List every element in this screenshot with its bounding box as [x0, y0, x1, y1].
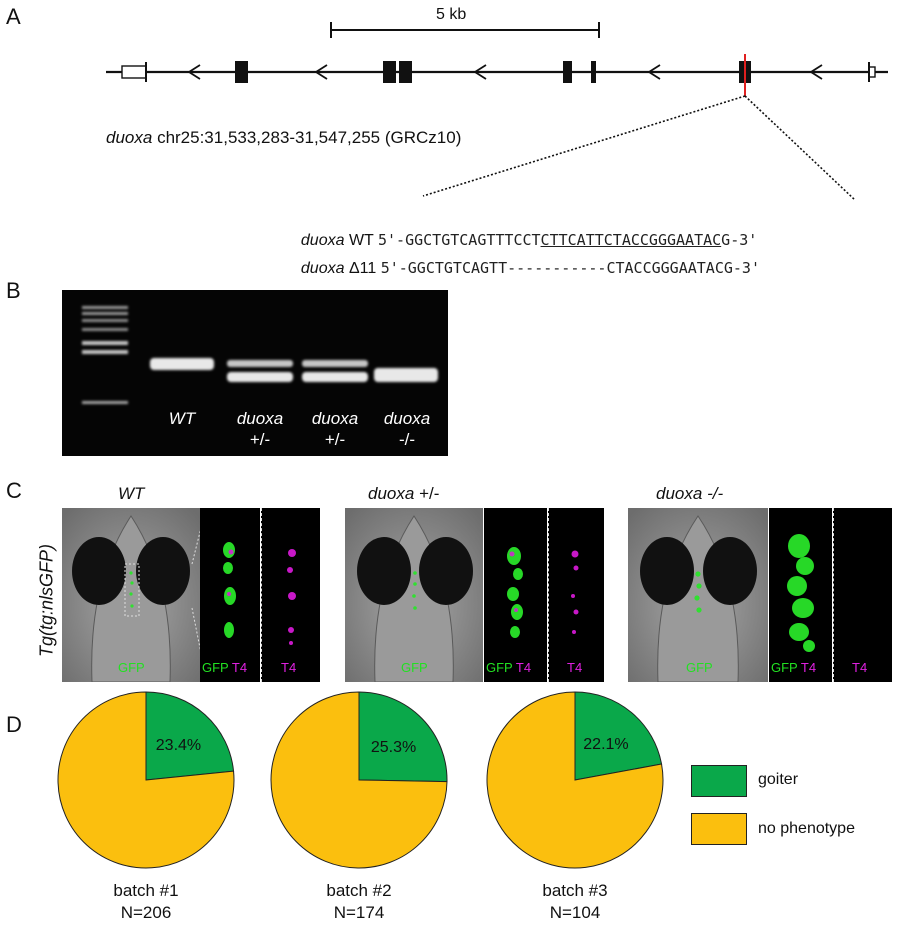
- seq-wt-suffix: -3': [730, 231, 758, 249]
- pie-charts: 23.4% 25.3% 22.1%: [57, 691, 664, 869]
- legend-label-no-phenotype: no phenotype: [758, 820, 855, 837]
- gel-bands: [82, 306, 438, 404]
- fluorescence-merge-image: GFP T4: [769, 508, 832, 682]
- seq-mut-gene: duoxa: [300, 260, 345, 277]
- genotype-label-het: duoxa +/-: [368, 484, 440, 503]
- pie-slice-no-phenotype: [486, 691, 664, 869]
- seq-wt-prefix: 5'-: [377, 231, 406, 249]
- seq-wt-plain: GGCTGTCAGTTTCCT: [405, 231, 541, 249]
- sequence-wt: duoxa WT 5'-GGCTGTCAGTTTCCTCTTCATTCTACCG…: [292, 213, 757, 250]
- seq-wt-tail: G: [721, 231, 731, 249]
- scale-label: 5 kb: [436, 6, 467, 23]
- gel-lane-label: WT: [168, 409, 196, 428]
- transgene-label: Tg(tg:nlsGFP): [36, 543, 57, 658]
- merge-label: GFP T4: [486, 660, 532, 675]
- genotype-label-wt: WT: [118, 484, 145, 503]
- pie-data-label: 22.1%: [583, 736, 628, 753]
- gel-lane-label: duoxa-/-: [383, 409, 431, 449]
- seq-mut-seq: GGCTGTCAGTT-----------CTACCGGGAATACG: [407, 259, 733, 277]
- gene-structure-diagram: [106, 22, 888, 201]
- exon: [399, 61, 412, 83]
- channel-label-t4: T4: [852, 660, 868, 675]
- gel-image: WT duoxa+/- duoxa+/- duoxa-/-: [62, 290, 448, 456]
- zoom-line-right: [744, 95, 856, 201]
- gel-lane-label: duoxa+/-: [236, 409, 284, 449]
- exon: [235, 61, 248, 83]
- merge-label: GFP T4: [202, 660, 248, 675]
- exon: [563, 61, 572, 83]
- channel-label-gfp: GFP: [686, 660, 713, 675]
- channel-label-t4: T4: [567, 660, 583, 675]
- fluorescence-merge-image: GFP T4: [484, 508, 547, 682]
- direction-arrows: [187, 64, 823, 80]
- utr-3prime: [121, 65, 147, 79]
- panel-letter-c: C: [6, 478, 22, 503]
- brightfield-image: GFP: [628, 508, 768, 682]
- pie-slice-no-phenotype: [270, 691, 448, 869]
- fluorescence-t4-image: T4: [548, 508, 604, 682]
- panel-letter-d: D: [6, 712, 22, 737]
- coords: chr25:31,533,283-31,547,255 (GRCz10): [157, 128, 462, 147]
- fluorescence-t4-image: T4: [833, 508, 892, 682]
- seq-mut-prefix: 5'-: [380, 259, 408, 277]
- sequence-mut: duoxa Δ11 5'-GGCTGTCAGTT-----------CTACC…: [292, 241, 760, 278]
- genotype-label-mut: duoxa -/-: [656, 484, 724, 503]
- merge-label: GFP T4: [771, 660, 817, 675]
- gene-name: duoxa: [106, 128, 153, 147]
- brightfield-image: GFP: [345, 508, 483, 682]
- seq-wt-gene: duoxa: [300, 232, 345, 249]
- fluorescence-t4-image: T4: [261, 508, 320, 682]
- zoom-line-left: [422, 95, 746, 197]
- panel-letter-b: B: [6, 278, 21, 303]
- pie-slice-goiter: [574, 691, 663, 781]
- seq-mut-suffix: -3': [732, 259, 760, 277]
- legend-swatch-goiter: [691, 765, 747, 797]
- fluorescence-merge-image: GFP T4: [200, 508, 260, 682]
- channel-label-gfp: GFP: [118, 660, 145, 675]
- seq-wt-target: CTTCATTCTACCGGGAATAC: [540, 231, 722, 249]
- brightfield-image: GFP: [62, 508, 200, 682]
- exon: [591, 61, 596, 83]
- gel-lane-label: duoxa+/-: [311, 409, 359, 449]
- gene-coordinates: duoxa chr25:31,533,283-31,547,255 (GRCz1…: [106, 128, 461, 148]
- legend-swatch-no-phenotype: [691, 813, 747, 845]
- pie-data-label: 23.4%: [156, 737, 201, 754]
- channel-label-t4: T4: [281, 660, 297, 675]
- pie-slice-no-phenotype: [57, 691, 235, 869]
- pie-slice-goiter: [358, 691, 448, 783]
- exon: [383, 61, 396, 83]
- legend-label-goiter: goiter: [758, 771, 799, 788]
- seq-mut-label: Δ11: [348, 260, 377, 277]
- channel-label-gfp: GFP: [401, 660, 428, 675]
- pie-data-label: 25.3%: [371, 739, 416, 756]
- seq-wt-label: WT: [348, 232, 374, 249]
- pie-slice-goiter: [145, 691, 235, 781]
- panel-letter-a: A: [6, 4, 21, 29]
